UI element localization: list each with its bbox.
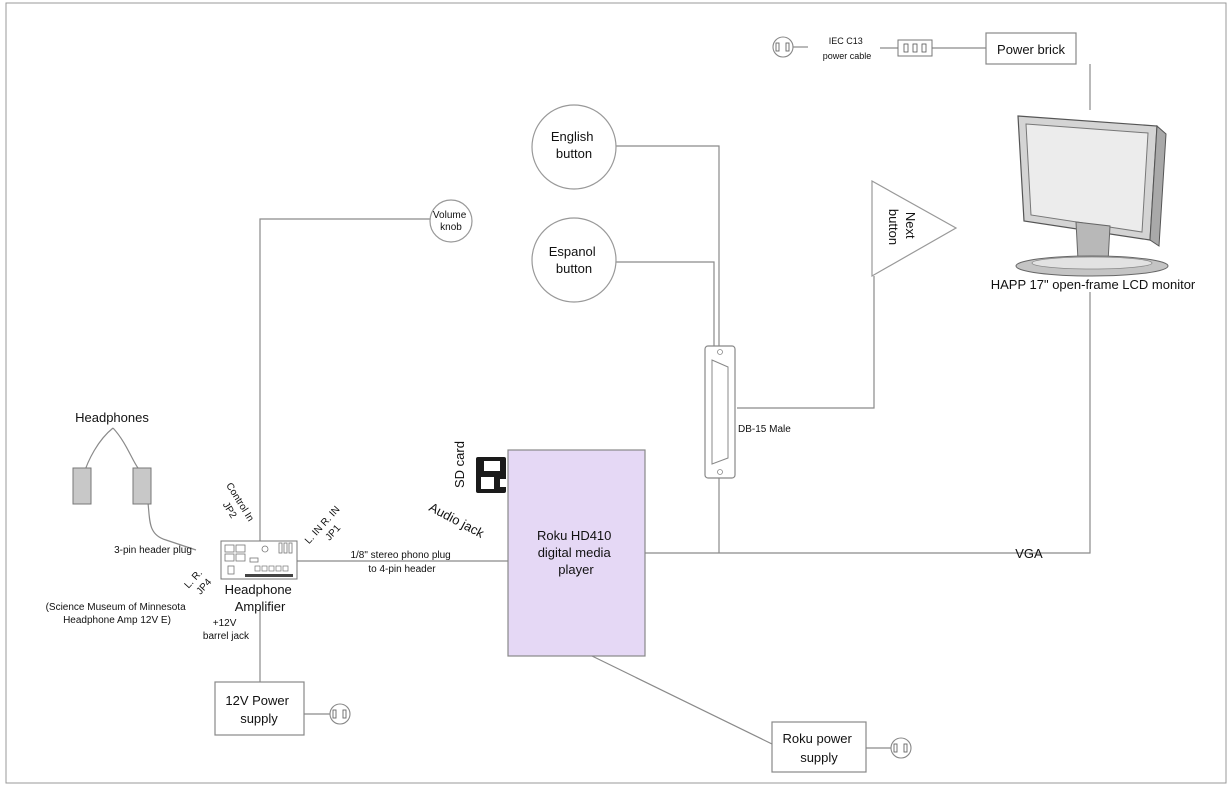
iec-connector-icon (897, 39, 933, 57)
roku-psu-box (771, 721, 867, 773)
next-button-icon (871, 179, 958, 278)
psu-12v-box (214, 681, 305, 736)
headphone-cable-right (147, 502, 197, 551)
volume-knob-wire (259, 218, 432, 544)
iec-cable-label: IEC C13 power cable (823, 36, 872, 61)
english-button-wire (614, 145, 720, 346)
espanol-button-label: Espanol button (549, 244, 600, 276)
headphone-left-icon (72, 467, 92, 505)
monitor-label: HAPP 17" open-frame LCD monitor (991, 277, 1196, 292)
jp1-label: L. IN R. IN JP1 (303, 502, 354, 555)
next-button-label: Next button (886, 209, 918, 245)
sd-card-label: SD card (452, 441, 467, 488)
amplifier-board-icon (220, 540, 298, 580)
db15-label: DB-15 Male (738, 424, 791, 435)
monitor-icon (1015, 115, 1169, 277)
headphone-right-icon (132, 467, 152, 505)
header-plug-label: 3-pin header plug (114, 545, 192, 556)
power-brick-label: Power brick (997, 42, 1065, 57)
audio-jack-label: Audio jack (427, 499, 487, 541)
english-button-label: English button (551, 129, 597, 161)
volume-knob-label: Volume knob (433, 210, 469, 233)
phono-plug-label: 1/8" stereo phono plug to 4-pin header (350, 550, 453, 575)
iec-plug-icon (772, 36, 794, 58)
roku-player-box (507, 449, 646, 657)
wires (82, 46, 1091, 749)
db15-connector-icon (704, 345, 736, 479)
diagram-frame (5, 2, 1227, 784)
sd-card-icon (476, 457, 506, 493)
psu-12v-plug-icon (329, 703, 351, 725)
amp-source-label: (Science Museum of Minnesota Headphone A… (46, 602, 189, 626)
amp-power-jack-label: +12V barrel jack (203, 618, 250, 642)
roku-psu-label: Roku power supply (783, 731, 856, 765)
next-button-wire (737, 276, 875, 409)
headphone-cable-right-upper (112, 427, 139, 469)
english-button-icon (531, 104, 617, 190)
espanol-button-icon (531, 217, 617, 303)
vga-wire (644, 292, 1091, 554)
vga-label: VGA (1015, 546, 1043, 561)
psu-12v-label: 12V Power supply (225, 693, 292, 726)
roku-psu-wire (591, 655, 773, 745)
roku-player-label: Roku HD410 digital media player (537, 528, 615, 577)
espanol-button-wire (614, 261, 715, 346)
jp4-label: L. R. JP4 (183, 566, 217, 600)
amplifier-label: Headphone Amplifier (225, 582, 296, 614)
roku-psu-plug-icon (890, 737, 912, 759)
power-brick-box (985, 32, 1077, 65)
headphones-label: Headphones (75, 410, 149, 425)
volume-knob-icon (429, 199, 473, 243)
control-in-label: Control In JP2 (212, 481, 257, 533)
